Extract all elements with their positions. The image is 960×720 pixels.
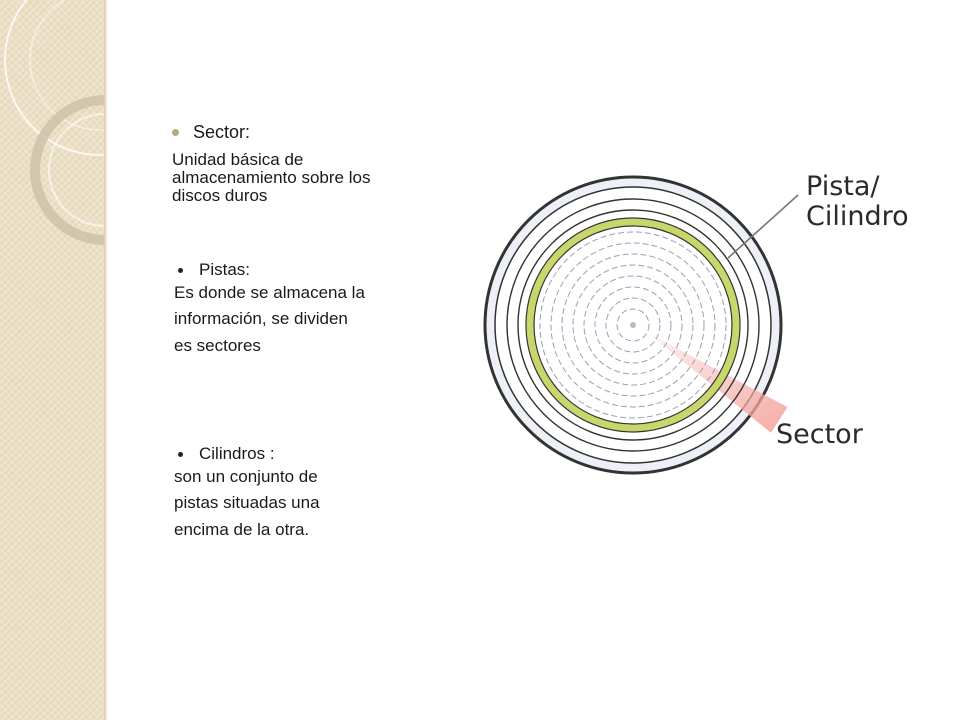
pistas-line-2: información, se dividen xyxy=(174,309,348,329)
bullet-icon xyxy=(172,129,179,136)
pistas-line-3: es sectores xyxy=(174,335,261,355)
cilindros-line-1: son un conjunto de xyxy=(174,467,318,486)
track-ring xyxy=(605,297,661,353)
disk-diagram-svg xyxy=(483,175,799,475)
highlighted-cylinder xyxy=(526,218,740,432)
sector-line-2: almacenamiento sobre los xyxy=(172,167,371,187)
pistas-line-1: Es donde se almacena la xyxy=(174,283,365,302)
track-ring xyxy=(572,264,694,386)
cilindros-bullet: Cilindros : xyxy=(174,444,320,464)
track-ring xyxy=(517,209,749,441)
track-ring xyxy=(616,308,650,342)
disk-diagram: Pista/ Cilindro Sector xyxy=(470,150,920,480)
track-ring xyxy=(539,231,727,419)
cilindros-description: son un conjunto de pistas situadas una e… xyxy=(174,464,320,543)
cylinder-outline-outer xyxy=(525,217,741,433)
track-ring xyxy=(550,242,716,408)
cylinder-outline-inner xyxy=(533,225,733,425)
decorative-rings xyxy=(4,0,106,245)
disk-center xyxy=(630,322,636,328)
cilindros-block: Cilindros : son un conjunto de pistas si… xyxy=(174,444,320,543)
track-label-line-2: Cilindro xyxy=(806,200,909,232)
track-label-line-1: Pista/ xyxy=(806,171,880,202)
sector-line-3: discos duros xyxy=(172,185,268,205)
cilindros-line-3: encima de la otra. xyxy=(174,519,310,539)
pistas-heading: Pistas: xyxy=(199,260,251,279)
bullet-icon xyxy=(178,451,183,457)
track-ring xyxy=(594,286,672,364)
track-label: Pista/ Cilindro xyxy=(806,172,909,231)
cilindros-heading: Cilindros : xyxy=(199,444,275,463)
sector-description: Unidad básica de almacenamiento sobre lo… xyxy=(172,151,370,205)
sector-line-1: Unidad básica de xyxy=(172,150,304,169)
sector-bullet: Sector: xyxy=(172,122,370,143)
disk xyxy=(483,175,788,475)
side-band-edge xyxy=(104,0,107,720)
track-ring xyxy=(583,275,683,375)
track-pointer-line xyxy=(727,194,799,259)
pistas-description: Es donde se almacena la información, se … xyxy=(174,280,365,359)
decorative-side-band xyxy=(0,0,106,720)
pistas-bullet: Pistas: xyxy=(174,260,365,280)
cilindros-line-2: pistas situadas una xyxy=(174,493,320,513)
sector-block: Sector: Unidad básica de almacenamiento … xyxy=(172,122,370,205)
sector-heading: Sector: xyxy=(193,122,251,142)
sector-label: Sector xyxy=(776,419,863,450)
track-ring xyxy=(506,198,760,452)
track-ring xyxy=(561,253,705,397)
bullet-icon xyxy=(178,267,183,273)
pistas-block: Pistas: Es donde se almacena la informac… xyxy=(174,260,365,359)
